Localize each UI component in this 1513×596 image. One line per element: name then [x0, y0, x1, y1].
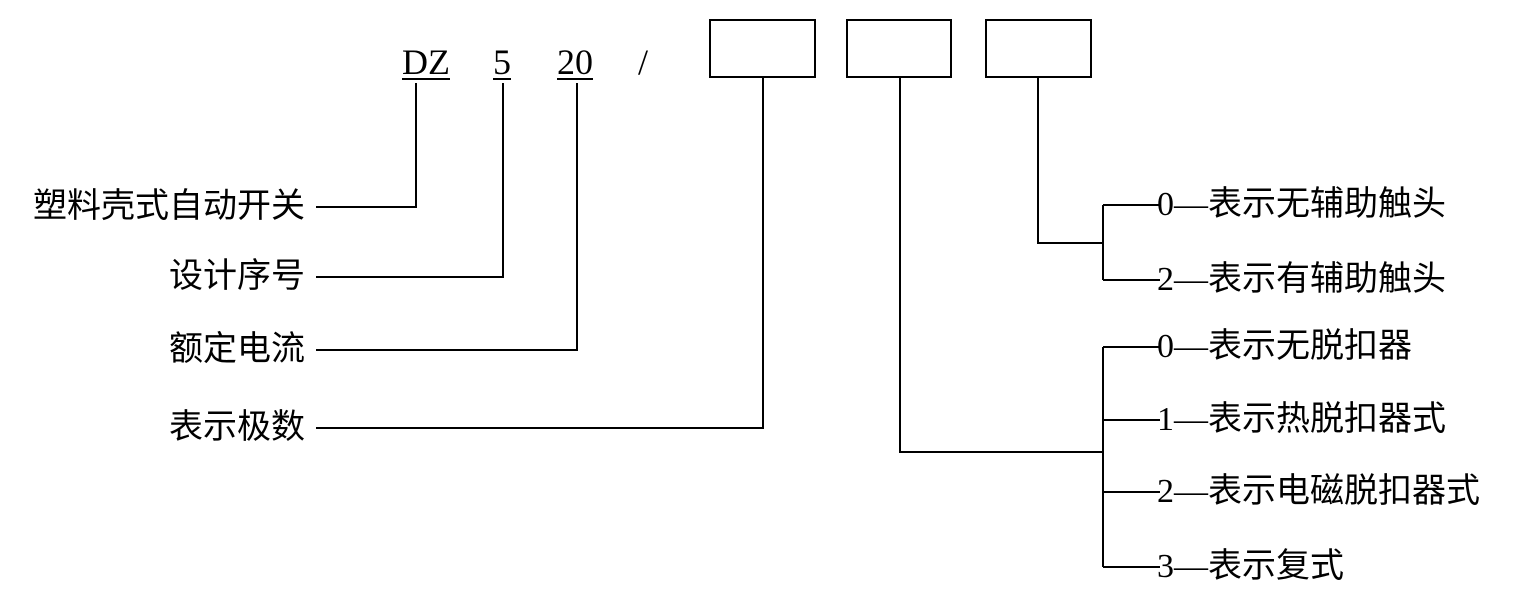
- aux-contact-option: 2—表示有辅助触头: [1157, 261, 1446, 298]
- release-option: 3—表示复式: [1157, 548, 1344, 585]
- poles-box: [709, 19, 816, 78]
- aux-contact-box: [985, 19, 1092, 78]
- release-option: 1—表示热脱扣器式: [1157, 401, 1446, 438]
- aux-contact-option: 0—表示无辅助触头: [1157, 186, 1446, 223]
- label-design-number: 设计序号: [169, 258, 305, 295]
- label-rated-current: 额定电流: [169, 331, 305, 368]
- release-box: [846, 19, 952, 78]
- code-separator: /: [638, 42, 649, 82]
- design-number-connector: [316, 83, 504, 278]
- poles-connector: [316, 77, 764, 429]
- code-series: DZ: [402, 42, 450, 82]
- rated-current-connector: [316, 83, 578, 351]
- label-series: 塑料壳式自动开关: [33, 188, 305, 225]
- release-connector: [899, 77, 1103, 453]
- release-option: 0—表示无脱扣器: [1157, 328, 1412, 365]
- series-connector: [316, 83, 417, 208]
- code-design-number: 5: [493, 42, 511, 82]
- label-poles: 表示极数: [169, 409, 305, 446]
- aux-contact-connector: [1037, 77, 1103, 244]
- release-option: 2—表示电磁脱扣器式: [1157, 473, 1480, 510]
- code-rated-current: 20: [557, 42, 593, 82]
